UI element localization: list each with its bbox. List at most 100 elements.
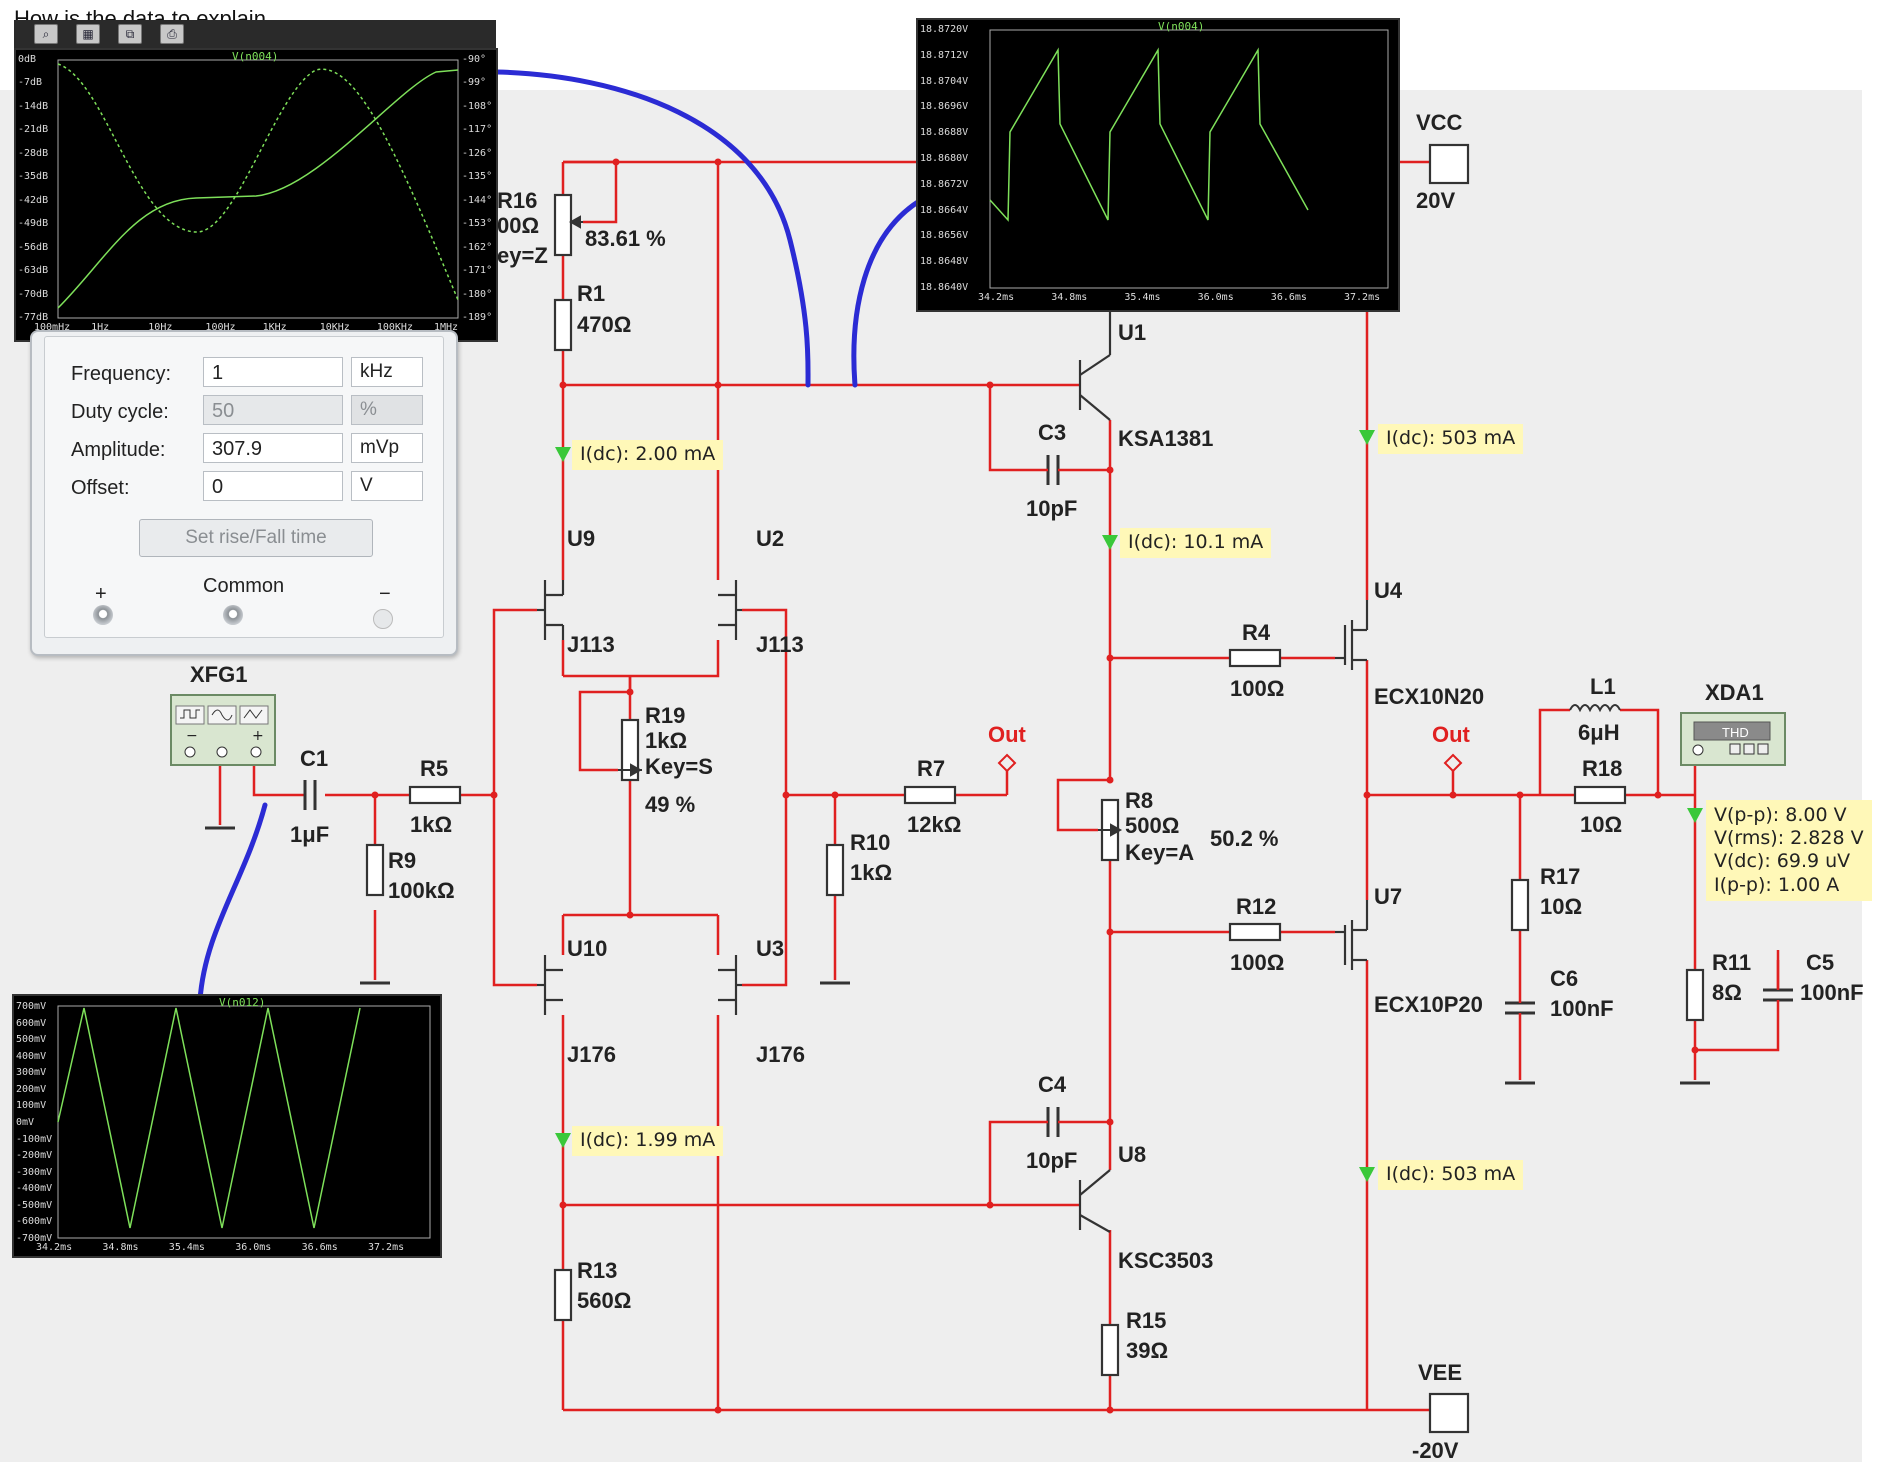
r4-value: 100Ω (1230, 676, 1285, 701)
r1-label: R1 (577, 281, 606, 306)
r13-label: R13 (577, 1258, 618, 1283)
bode-x-tick: 10Hz (148, 322, 173, 333)
sb-x-tick: 37.2ms (368, 1242, 405, 1253)
probe-vrms: V(rms): 2.828 V (1714, 827, 1864, 850)
plus-terminal[interactable] (93, 605, 113, 625)
bode-yr-tick: -90° (462, 54, 487, 65)
sb-x-tick: 36.6ms (301, 1242, 338, 1253)
duty-cycle-field[interactable]: 50 (203, 395, 343, 425)
probe-current-u7[interactable]: I(dc): 503 mA (1378, 1160, 1524, 1190)
minus-label: − (379, 583, 391, 605)
u4-label: U4 (1374, 578, 1403, 603)
r19-label: R19 (645, 703, 686, 728)
u10-label: U10 (567, 936, 608, 961)
offset-unit[interactable]: V (351, 471, 423, 501)
probe-output[interactable]: V(p-p): 8.00 V V(rms): 2.828 V V(dc): 69… (1706, 800, 1872, 901)
sb-y-tick: 100mV (16, 1100, 47, 1112)
r15-label: R15 (1126, 1308, 1167, 1333)
scope-top-trace (989, 47, 1309, 222)
sb-y-tick: 700mV (16, 1001, 47, 1012)
vee-label: VEE (1418, 1360, 1463, 1385)
frequency-unit[interactable]: kHz (351, 357, 423, 387)
r13-value: 560Ω (577, 1288, 632, 1313)
common-terminal[interactable] (223, 605, 243, 625)
bode-yr-tick: -171° (462, 265, 493, 277)
amplitude-field[interactable]: 307.9 (203, 433, 343, 463)
bode-yr-tick: -135° (462, 171, 493, 183)
sb-y-tick: 500mV (16, 1034, 47, 1046)
c1-value: 1μF (290, 822, 330, 847)
bode-x-tick: 1KHz (262, 322, 287, 333)
bode-plot: V(n004) 0dB-7dB-14dB-21dB-28dB-35dB-42dB… (14, 48, 498, 342)
u8-part: KSC3503 (1118, 1248, 1214, 1273)
sb-y-tick: -200mV (16, 1150, 53, 1162)
st-x-tick: 36.0ms (1197, 292, 1234, 303)
r11-value: 8Ω (1712, 980, 1742, 1005)
signal-options: Frequency: 1 kHz Duty cycle: 50 % Amplit… (44, 336, 444, 638)
sb-y-tick: -400mV (16, 1183, 53, 1195)
function-generator-symbol[interactable]: − + (170, 694, 276, 766)
c6-label: C6 (1550, 966, 1579, 991)
scope-bottom-title: V(n012) (219, 996, 266, 1009)
r4-label: R4 (1242, 620, 1271, 645)
sb-y-tick: 300mV (16, 1067, 47, 1079)
st-x-tick: 36.6ms (1270, 292, 1307, 303)
frequency-row: Frequency: 1 kHz (45, 357, 443, 391)
probe-ipp: I(p-p): 1.00 A (1714, 873, 1840, 896)
probe-current-driver[interactable]: I(dc): 10.1 mA (1120, 528, 1272, 558)
offset-label: Offset: (71, 477, 130, 499)
bode-yl-tick: -14dB (18, 100, 49, 112)
duty-cycle-unit[interactable]: % (351, 395, 423, 425)
bode-x-tick: 1Hz (91, 322, 110, 333)
r17-value: 10Ω (1540, 894, 1583, 919)
r16-percent: 83.61 % (585, 226, 666, 251)
r5-label: R5 (420, 756, 449, 781)
r12-label: R12 (1236, 894, 1277, 919)
u9-part: J113 (567, 632, 615, 657)
vee-value: -20V (1412, 1438, 1459, 1463)
distortion-analyzer-symbol[interactable]: THD (1680, 712, 1786, 766)
r7-label: R7 (917, 756, 946, 781)
sb-x-tick: 36.0ms (235, 1242, 272, 1253)
u9-label: U9 (567, 526, 596, 551)
st-x-tick: 35.4ms (1124, 292, 1161, 303)
zoom-icon[interactable]: ⌕ (34, 24, 58, 44)
st-y-tick: 18.8712V (920, 49, 969, 61)
bode-yr-tick: -189° (462, 312, 493, 323)
sb-y-tick: -500mV (16, 1199, 53, 1211)
c3-value: 10pF (1026, 496, 1078, 521)
amplitude-unit[interactable]: mVp (351, 433, 423, 463)
amplitude-row: Amplitude: 307.9 mVp (45, 433, 443, 467)
bode-x-tick: 1MHz (434, 322, 459, 333)
u10-part: J176 (567, 1042, 616, 1067)
probe-current-u4[interactable]: I(dc): 503 mA (1378, 424, 1524, 454)
grid-icon[interactable]: ▦ (76, 24, 100, 44)
bode-toolbar: ⌕ ▦ ⧉ ⎙ (14, 20, 496, 48)
offset-field[interactable]: 0 (203, 471, 343, 501)
r19-value: 1kΩ (645, 728, 688, 753)
r7-value: 12kΩ (907, 812, 962, 837)
u3-label: U3 (756, 936, 785, 961)
minus-terminal[interactable] (373, 609, 393, 629)
sb-y-tick: -300mV (16, 1166, 53, 1178)
sb-y-tick: 400mV (16, 1050, 47, 1062)
bode-x-tick: 100mHz (34, 322, 71, 333)
copy-icon[interactable]: ⧉ (118, 24, 142, 44)
function-generator-panel: Frequency: 1 kHz Duty cycle: 50 % Amplit… (30, 330, 458, 656)
c5-label: C5 (1806, 950, 1835, 975)
bode-yr-tick: -180° (462, 288, 493, 300)
common-label: Common (203, 575, 285, 597)
sb-y-tick: -100mV (16, 1133, 53, 1145)
probe-current-u10[interactable]: I(dc): 1.99 mA (572, 1126, 724, 1156)
st-y-tick: 18.8672V (920, 178, 969, 190)
bode-yl-tick: -63dB (18, 265, 49, 277)
st-y-tick: 18.8720V (920, 24, 969, 35)
frequency-field[interactable]: 1 (203, 357, 343, 387)
print-icon[interactable]: ⎙ (160, 24, 184, 44)
set-rise-fall-button[interactable]: Set rise/Fall time (139, 519, 373, 557)
st-y-tick: 18.8704V (920, 75, 969, 87)
u7-part: ECX10P20 (1374, 992, 1483, 1017)
probe-current-u9[interactable]: I(dc): 2.00 mA (572, 440, 724, 470)
duty-cycle-label: Duty cycle: (71, 401, 169, 423)
